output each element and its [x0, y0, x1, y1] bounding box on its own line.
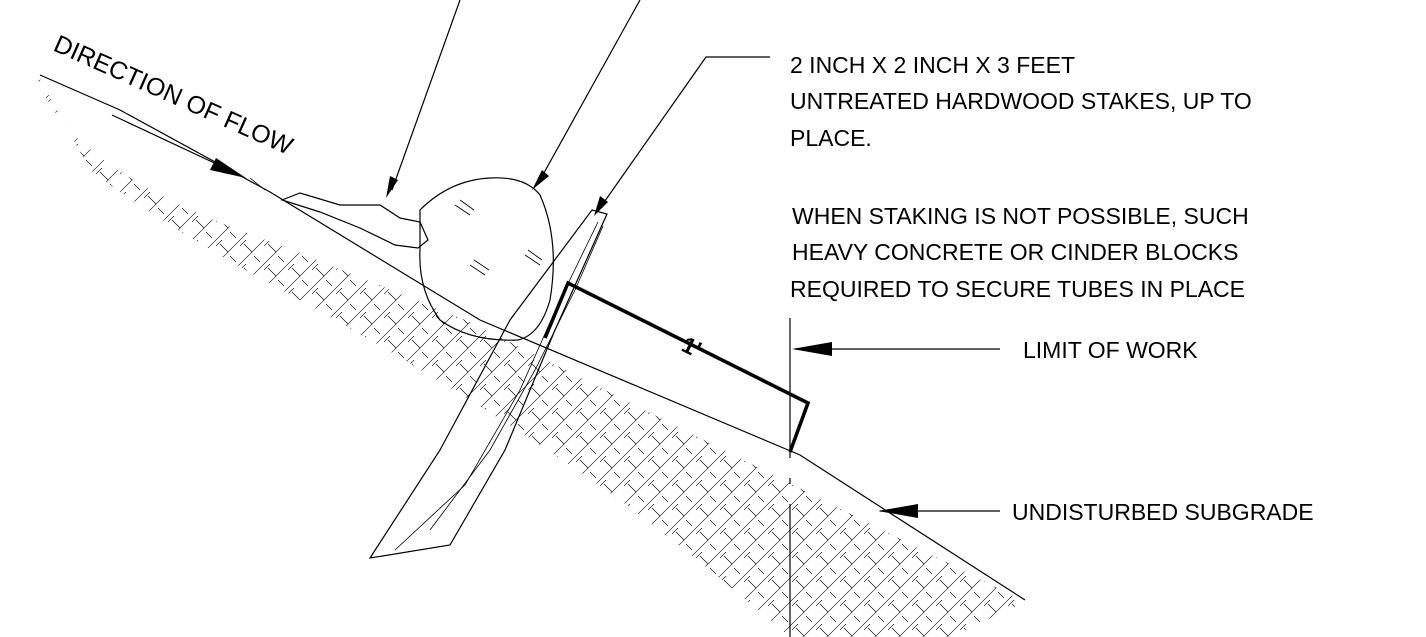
stake-callout-line2: UNTREATED HARDWOOD STAKES, UP TO [790, 88, 1252, 114]
tube-texture-marks [454, 199, 543, 276]
alternate-anchor-line2: HEAVY CONCRETE OR CINDER BLOCKS [792, 239, 1238, 265]
arrowhead-subgrade [878, 504, 918, 518]
stake-callout-line1: 2 INCH X 2 INCH X 3 FEET [790, 52, 1075, 78]
arrowhead-tube [532, 170, 549, 190]
undisturbed-subgrade-label: UNDISTURBED SUBGRADE [1012, 499, 1314, 525]
wooden-stake [368, 209, 608, 559]
arrowhead-stake [594, 196, 608, 216]
sediment-tube [419, 177, 554, 341]
leader-compost [391, 0, 461, 191]
limit-of-work-label: LIMIT OF WORK [1023, 337, 1198, 363]
leader-tube [539, 0, 641, 181]
flow-arrow-tail [249, 177, 266, 191]
trench-outline [543, 280, 811, 453]
alternate-anchor-line1: WHEN STAKING IS NOT POSSIBLE, SUCH [792, 203, 1249, 229]
flow-arrowhead [210, 158, 246, 178]
alternate-anchor-line3: REQUIRED TO SECURE TUBES IN PLACE [790, 276, 1245, 302]
stake-grain-lines [394, 221, 604, 551]
stake-callout-line3: PLACE. [790, 125, 872, 151]
leader-stake [599, 56, 770, 209]
arrowhead-limit-of-work [792, 342, 832, 356]
arrowhead-compost [386, 176, 398, 198]
ground-surface-line [39, 74, 1026, 601]
dimension-mark: 1' [678, 331, 706, 362]
compost-fill [280, 192, 429, 249]
undisturbed-subgrade-hatch [35, 70, 1025, 637]
